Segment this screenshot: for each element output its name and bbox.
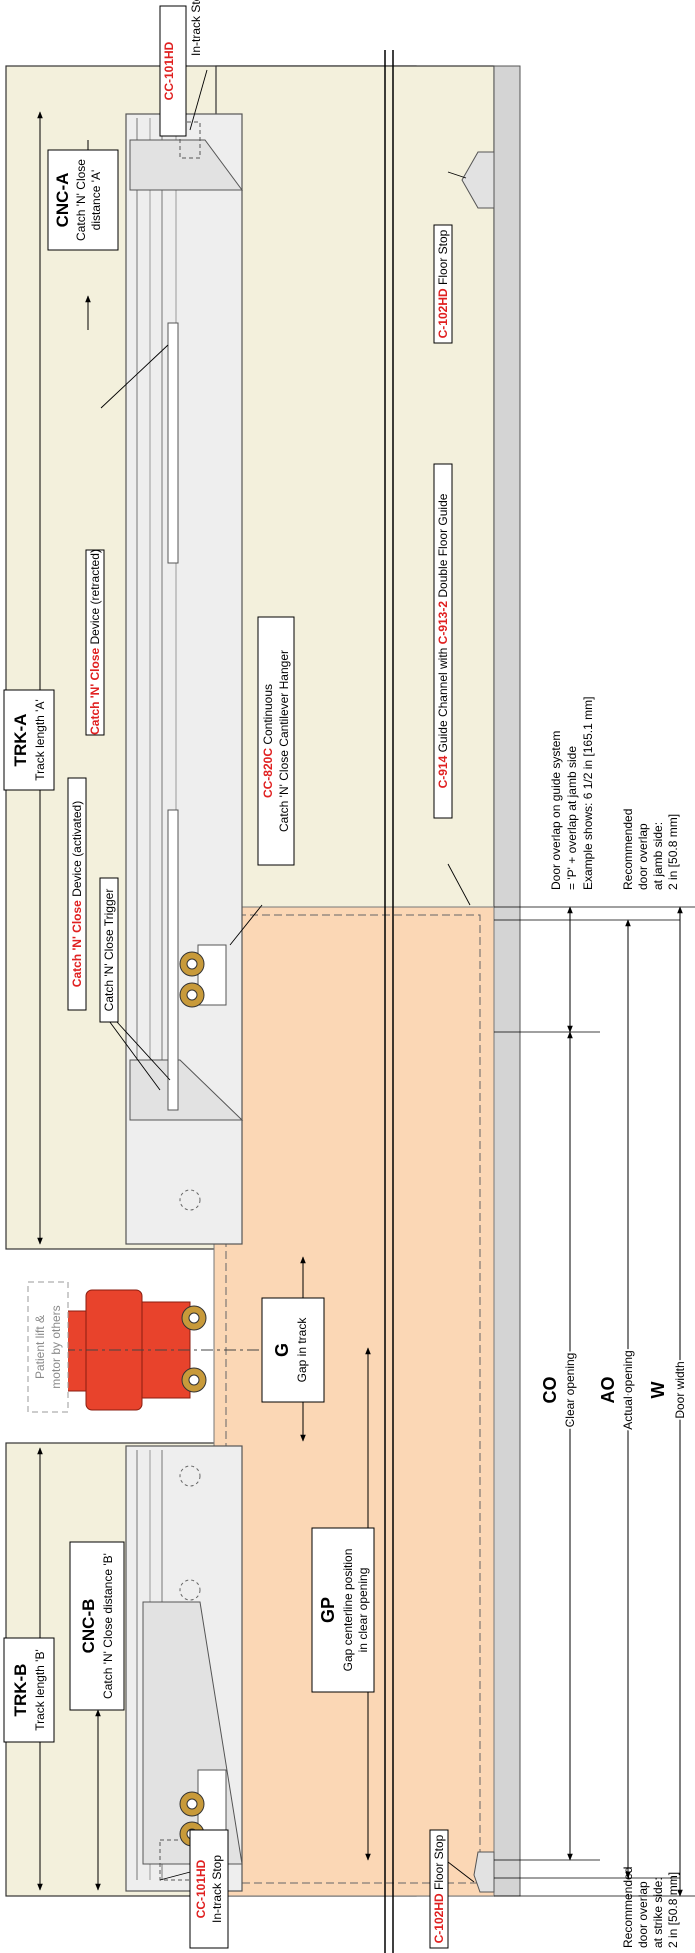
- hanger-wheel-3: [179, 1791, 205, 1817]
- cc101hd-top-box: [159, 5, 187, 137]
- cc820c-code: CC-820C: [261, 748, 275, 798]
- overlap-strike-line4: 2 in [50.8 mm]: [666, 1872, 680, 1948]
- floor-stop-top-code: C-102HD: [436, 288, 450, 338]
- guide-code1: C-914: [436, 755, 450, 788]
- ao-name: Actual opening: [621, 1350, 635, 1429]
- hanger-wheel-1: [179, 951, 205, 977]
- trk-b-code: TRK-B: [11, 1664, 30, 1717]
- co-code: CO: [540, 1377, 560, 1404]
- overlap-strike-line3: at strike side:: [651, 1877, 665, 1948]
- cnc-retracted-red: Catch 'N' Close: [88, 647, 102, 734]
- cnc-trigger: Catch 'N' Close Trigger: [102, 889, 116, 1012]
- floor-stop-bottom-box: [429, 1829, 449, 1949]
- overlap-system-line1: Door overlap on guide system: [549, 731, 563, 890]
- cnc-activated-red: Catch 'N' Close: [70, 900, 84, 987]
- g-name: Gap in track: [295, 1317, 309, 1383]
- cnc-a-line2: distance 'A': [89, 170, 103, 231]
- trk-a-code: TRK-A: [11, 714, 30, 767]
- cnc-b-name: Catch 'N' Close distance 'B': [101, 1553, 115, 1699]
- svg-text:CC-101HD: CC-101HD: [162, 41, 176, 100]
- cnc-activated-rest: Device (activated): [70, 801, 84, 900]
- overlap-jamb-line2: door overlap: [636, 823, 650, 890]
- cc101hd-top-code: CC-101HD: [162, 41, 176, 100]
- track-a: [125, 113, 243, 1245]
- svg-text:C-102HD Floor Stop: C-102HD Floor Stop: [432, 1834, 446, 1943]
- floor-stop-bottom-shape: [473, 1851, 495, 1893]
- hanger-wheel-2: [179, 982, 205, 1008]
- cnc-a-line1: Catch 'N' Close: [74, 159, 88, 241]
- cc101hd-top-name: In-track Stop: [189, 0, 203, 56]
- overlap-jamb-line4: 2 in [50.8 mm]: [666, 814, 680, 890]
- svg-text:C-102HD Floor Stop: C-102HD Floor Stop: [436, 229, 450, 338]
- cnc-device-activated-shape: [129, 1059, 244, 1121]
- svg-text:CC-820C Continuous: CC-820C Continuous: [261, 684, 275, 798]
- floor-stop-bottom-name: Floor Stop: [432, 1834, 446, 1893]
- floor-stop-top-name: Floor Stop: [436, 229, 450, 288]
- cnc-bracket-upper: [167, 322, 179, 564]
- overlap-system-line2: = 'P' + overlap at jamb side: [565, 746, 579, 890]
- door-panel: [213, 906, 495, 1897]
- overlap-jamb-line3: at jamb side:: [651, 822, 665, 890]
- ao-code: AO: [598, 1377, 618, 1404]
- svg-text:Catch 'N' Close Device (activa: Catch 'N' Close Device (activated): [70, 801, 84, 987]
- cnc-activated-box: [67, 777, 87, 1011]
- overlap-system-line3: Example shows: 6 1/2 in [165.1 mm]: [581, 697, 595, 890]
- cnc-a-code: CNC-A: [53, 173, 72, 228]
- cnc-b-box: [69, 1541, 125, 1711]
- gp-box: [311, 1527, 375, 1693]
- patient-lift-line2: motor by others: [49, 1305, 63, 1388]
- floor-strip: [493, 65, 521, 1897]
- cnc-a-box: [47, 149, 119, 251]
- trk-b-name: Track length 'B': [33, 1649, 47, 1731]
- cnc-trigger-box: [99, 877, 119, 1023]
- svg-text:Catch 'N' Close Device (retrac: Catch 'N' Close Device (retracted): [88, 549, 102, 735]
- gp-line1: Gap centerline position: [341, 1549, 355, 1672]
- gp-line2: in clear opening: [356, 1568, 370, 1653]
- trk-a-name: Track length 'A': [33, 699, 47, 781]
- door-inner-dashed: [225, 914, 481, 1884]
- floor-stop-top-box: [433, 224, 453, 344]
- co-name: Clear opening: [563, 1353, 577, 1428]
- guide-box: [433, 463, 453, 819]
- floor-stop-top-shape: [461, 151, 495, 209]
- cnc-b-code: CNC-B: [79, 1599, 98, 1654]
- cc820c-line2: Catch 'N' Close Cantilever Hanger: [277, 650, 291, 832]
- w-name: Door width: [673, 1361, 687, 1418]
- g-code: G: [272, 1343, 292, 1357]
- cnc-bracket-lower: [167, 809, 179, 1111]
- gp-code: GP: [318, 1597, 338, 1623]
- overlap-strike-line1: Recommended: [621, 1867, 635, 1948]
- patient-lift-line1: Patient lift &: [33, 1315, 47, 1379]
- svg-text:C-914 Guide Channel with C-913: C-914 Guide Channel with C-913-2 Double …: [436, 493, 450, 788]
- cc101hd-bottom-code: CC-101HD: [194, 1859, 208, 1918]
- trk-b-box: [3, 1637, 55, 1743]
- cnc-retracted-box: [85, 549, 105, 736]
- cnc-retracted-rest: Device (retracted): [88, 549, 102, 648]
- guide-code2: C-913-2: [436, 601, 450, 645]
- overlap-strike-line2: door overlap: [636, 1881, 650, 1948]
- overlap-jamb-line1: Recommended: [621, 809, 635, 890]
- w-code: W: [648, 1382, 668, 1399]
- guide-rest: Double Floor Guide: [436, 493, 450, 601]
- patient-lift-box: [27, 1281, 69, 1413]
- cc820c-rest: Continuous: [261, 684, 275, 748]
- cc101hd-bottom-box: [189, 1829, 229, 1949]
- floor-stop-bottom-code: C-102HD: [432, 1893, 446, 1943]
- trk-a-box: [3, 689, 55, 791]
- guide-mid: Guide Channel with: [436, 644, 450, 755]
- g-box: [261, 1297, 325, 1403]
- cc101hd-bottom-name: In-track Stop: [210, 1855, 224, 1923]
- cc820c-box: [257, 616, 295, 866]
